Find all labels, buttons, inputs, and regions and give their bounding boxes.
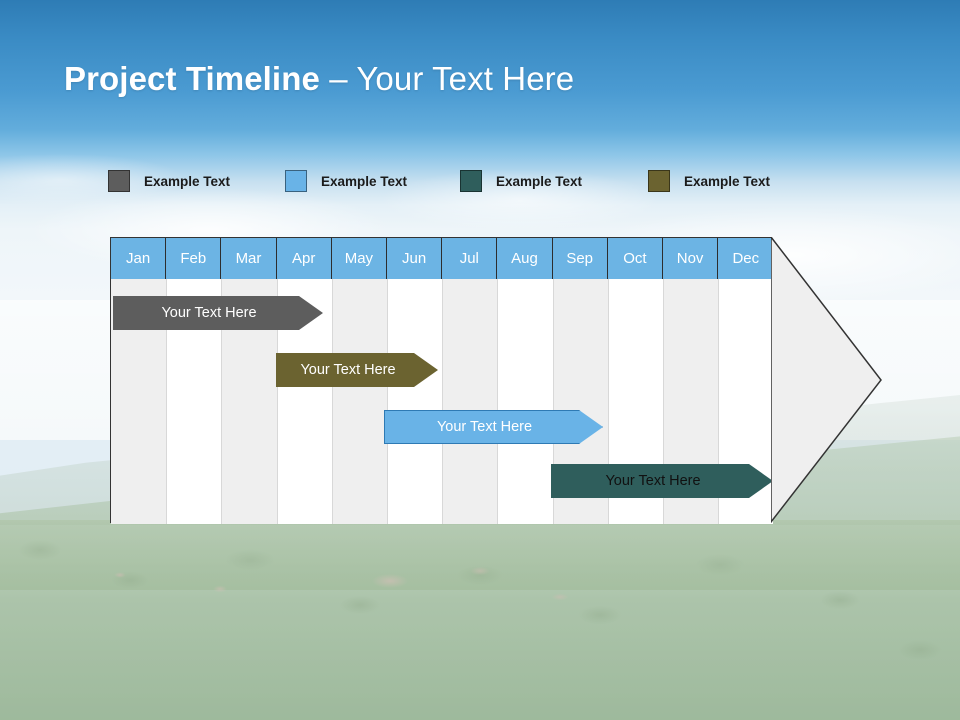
timeline-bar-label: Your Text Here	[300, 362, 396, 378]
timeline-bar-label: Your Text Here	[436, 419, 533, 435]
column-separator	[442, 279, 444, 524]
timeline-column-mar	[221, 238, 277, 524]
column-separator	[552, 279, 554, 524]
column-separator	[221, 279, 223, 524]
month-header-label: Jul	[459, 250, 479, 267]
month-header-label: Nov	[676, 250, 704, 267]
legend-swatch-icon	[108, 170, 130, 192]
column-separator	[718, 279, 720, 524]
month-header-aug[interactable]: Aug	[497, 238, 553, 279]
timeline-arrow-head	[770, 234, 883, 525]
timeline-column-feb	[166, 238, 222, 524]
month-header-label: Apr	[292, 250, 316, 267]
month-header-jan[interactable]: Jan	[111, 238, 167, 279]
column-separator	[276, 279, 278, 524]
page-title-bold: Project Timeline	[64, 60, 320, 97]
legend-item-1[interactable]: Example Text	[108, 166, 230, 196]
legend-swatch-icon	[460, 170, 482, 192]
month-header-oct[interactable]: Oct	[607, 238, 663, 279]
page-title-separator: –	[319, 60, 357, 97]
month-header-label: Feb	[180, 250, 207, 267]
timeline-column-jan	[111, 238, 167, 524]
timeline-bar-label: Your Text Here	[605, 473, 701, 489]
column-separator	[607, 279, 609, 524]
background-village	[60, 555, 620, 615]
background-forest	[0, 520, 960, 720]
legend-item-2[interactable]: Example Text	[285, 166, 407, 196]
column-separator	[387, 279, 388, 524]
column-separator	[166, 279, 168, 524]
timeline-bar-2[interactable]: Your Text Here	[276, 353, 438, 387]
timeline-bar-3[interactable]: Your Text Here	[384, 410, 603, 444]
month-header-apr[interactable]: Apr	[276, 238, 332, 279]
page-title-light: Your Text Here	[356, 60, 575, 97]
month-header-jun[interactable]: Jun	[387, 238, 443, 279]
legend-swatch-icon	[285, 170, 307, 192]
month-header-label: May	[344, 250, 374, 267]
arrow-head-svg	[770, 234, 882, 525]
arrow-head-shape	[770, 234, 882, 525]
month-header-mar[interactable]: Mar	[221, 238, 277, 279]
legend-swatch-icon	[648, 170, 670, 192]
month-header-feb[interactable]: Feb	[166, 238, 222, 279]
timeline-bar-label: Your Text Here	[161, 305, 257, 321]
month-header-label: Oct	[623, 250, 647, 267]
legend-item-label: Example Text	[321, 173, 408, 189]
legend-item-label: Example Text	[684, 173, 771, 189]
legend: Example Text Example Text Example Text Exam…	[108, 166, 828, 196]
page-title: Project Timeline – Your Text Here	[64, 60, 574, 98]
column-separator	[497, 279, 499, 524]
timeline-bar-4[interactable]: Your Text Here	[551, 464, 773, 498]
legend-item-label: Example Text	[496, 173, 583, 189]
month-header-may[interactable]: May	[331, 238, 387, 279]
legend-item-4[interactable]: Example Text	[648, 166, 770, 196]
legend-item-label: Example Text	[144, 173, 231, 189]
month-header-label: Sep	[566, 250, 594, 267]
month-header-jul[interactable]: Jul	[442, 238, 498, 279]
month-header-nov[interactable]: Nov	[663, 238, 719, 279]
month-header-label: Dec	[732, 250, 760, 267]
month-header-label: Jan	[126, 250, 151, 267]
legend-item-3[interactable]: Example Text	[460, 166, 582, 196]
month-header-label: Aug	[511, 250, 538, 267]
month-header-dec[interactable]: Dec	[718, 238, 774, 279]
month-header-sep[interactable]: Sep	[552, 238, 608, 279]
column-separator	[663, 279, 664, 524]
month-header-label: Mar	[235, 250, 262, 267]
month-header-label: Jun	[402, 250, 427, 267]
timeline-column-jul	[442, 238, 498, 524]
column-separator	[331, 279, 333, 524]
timeline-bar-1[interactable]: Your Text Here	[113, 296, 323, 330]
timeline-column-aug	[497, 238, 553, 524]
